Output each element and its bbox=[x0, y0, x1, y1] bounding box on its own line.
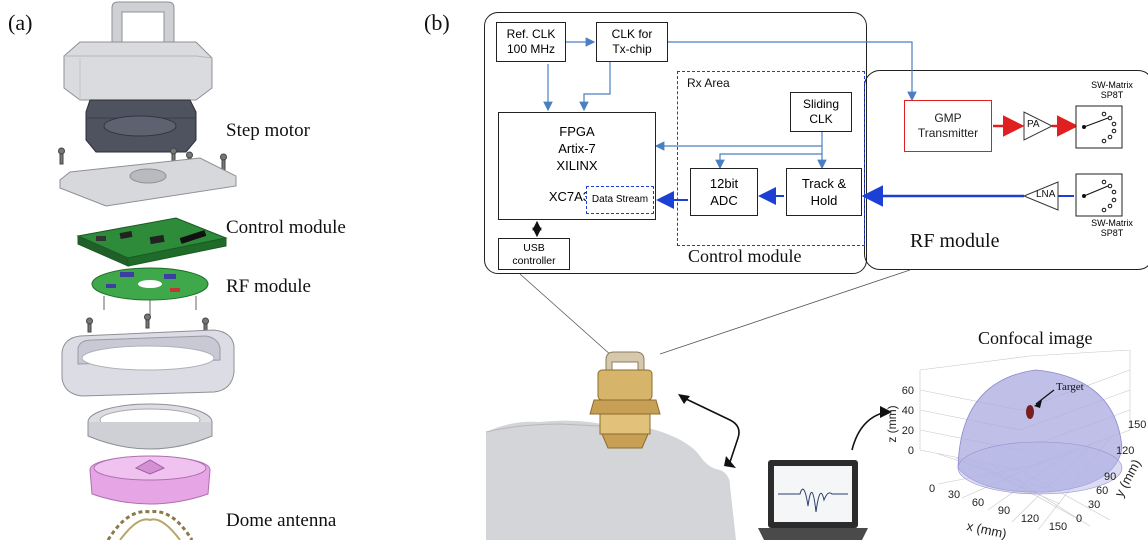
laptop-icon bbox=[758, 460, 868, 540]
top-cover-part bbox=[63, 41, 213, 101]
x-tick-1: 30 bbox=[948, 489, 960, 501]
label-step-motor: Step motor bbox=[226, 120, 310, 141]
clk-tx-block: CLK for Tx-chip bbox=[596, 22, 668, 62]
wireless-link bbox=[683, 397, 740, 463]
y-tick-4: 120 bbox=[1116, 445, 1134, 457]
y-tick-2: 60 bbox=[1096, 485, 1108, 497]
pa-amplifier bbox=[1023, 111, 1054, 141]
lna-label: LNA bbox=[1036, 189, 1056, 200]
lna-amplifier bbox=[1022, 181, 1059, 211]
z-tick-1: 20 bbox=[902, 425, 914, 437]
rx-area-label: Rx Area bbox=[687, 76, 730, 90]
screws-middle bbox=[86, 313, 209, 333]
sw-matrix-top bbox=[1075, 105, 1123, 149]
control-module-box bbox=[484, 12, 867, 274]
x-tick-4: 120 bbox=[1021, 513, 1039, 525]
pink-dome-part bbox=[89, 455, 211, 505]
target-label: Target bbox=[1056, 381, 1084, 393]
adc-block: 12bit ADC bbox=[690, 168, 758, 216]
rx-area-box bbox=[677, 71, 865, 246]
label-control-module-a: Control module bbox=[226, 217, 346, 238]
target-marker bbox=[1026, 405, 1034, 419]
panel-b-tag: (b) bbox=[424, 10, 450, 35]
y-tick-1: 30 bbox=[1088, 499, 1100, 511]
x-tick-3: 90 bbox=[998, 505, 1010, 517]
x-tick-2: 60 bbox=[972, 497, 984, 509]
sw-matrix-bottom bbox=[1075, 173, 1123, 217]
sw-matrix-top-label: SW-Matrix SP8T bbox=[1091, 80, 1133, 100]
scanner-device bbox=[589, 351, 661, 449]
usb-controller-block: USB controller bbox=[498, 238, 570, 270]
y-tick-0: 0 bbox=[1076, 513, 1082, 525]
sliding-clk-block: Sliding CLK bbox=[790, 92, 852, 132]
gmp-transmitter-block: GMP Transmitter bbox=[904, 100, 992, 152]
label-rf-module-a: RF module bbox=[226, 276, 311, 297]
ring-part bbox=[87, 403, 213, 450]
x-tick-5: 150 bbox=[1049, 521, 1067, 533]
handle-part bbox=[111, 1, 175, 45]
control-module-pcb bbox=[76, 217, 228, 267]
y-tick-3: 90 bbox=[1104, 471, 1116, 483]
panel-a-tag: (a) bbox=[8, 10, 33, 35]
confocal-3d-plot: Target 0 20 40 60 z (mm) 0 30 60 90 120 … bbox=[885, 350, 1146, 540]
ref-clk-block: Ref. CLK 100 MHz bbox=[496, 22, 566, 62]
label-dome-antenna: Dome antenna bbox=[226, 510, 337, 531]
control-module-title: Control module bbox=[688, 246, 802, 266]
x-axis-label: x (mm) bbox=[965, 518, 1008, 540]
track-hold-block: Track & Hold bbox=[786, 168, 862, 216]
confocal-image-title: Confocal image bbox=[978, 328, 1093, 348]
z-tick-0: 0 bbox=[908, 445, 914, 457]
exploded-device-illustration bbox=[58, 1, 237, 540]
rf-module-title: RF module bbox=[910, 230, 1000, 252]
y-tick-5: 150 bbox=[1128, 419, 1146, 431]
z-tick-2: 40 bbox=[902, 405, 914, 417]
x-tick-0: 0 bbox=[929, 483, 935, 495]
frame-part bbox=[61, 329, 235, 397]
data-stream-block: Data Stream bbox=[586, 186, 654, 214]
z-axis-label: z (mm) bbox=[885, 405, 899, 442]
step-motor-part bbox=[85, 99, 197, 153]
base-plate-part bbox=[59, 157, 237, 207]
dome-antenna-part bbox=[106, 510, 194, 540]
rf-module-disk bbox=[91, 267, 209, 316]
pa-label: PA bbox=[1027, 119, 1040, 130]
sw-matrix-bottom-label: SW-Matrix SP8T bbox=[1091, 218, 1133, 238]
z-tick-3: 60 bbox=[902, 385, 914, 397]
